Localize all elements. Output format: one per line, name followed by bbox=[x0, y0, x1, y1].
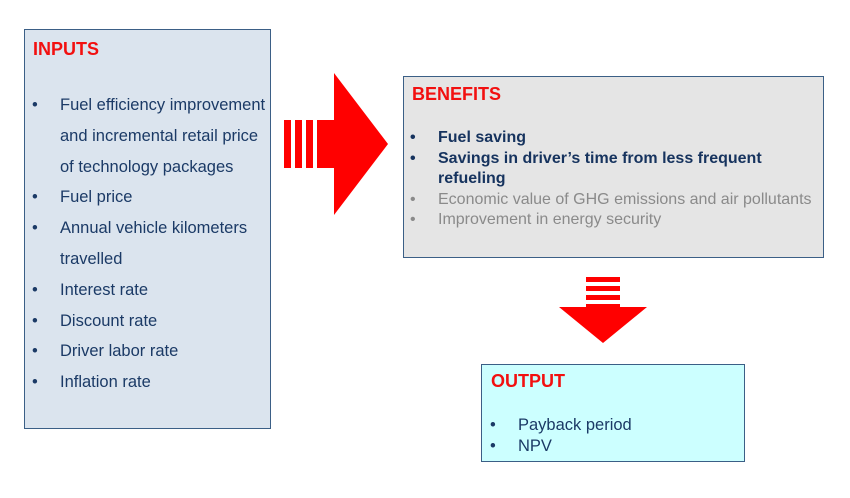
output-list: •Payback period •NPV bbox=[490, 415, 730, 457]
bullet-icon: • bbox=[410, 129, 416, 146]
bullet-icon: • bbox=[32, 188, 38, 207]
inputs-title: INPUTS bbox=[33, 39, 100, 59]
bullet-icon: • bbox=[32, 280, 38, 299]
bullet-icon: • bbox=[32, 219, 38, 238]
inputs-item: •Driver labor rate bbox=[32, 336, 268, 367]
bullet-icon: • bbox=[32, 342, 38, 361]
inputs-box: INPUTS •Fuel efficiency improvement and … bbox=[24, 29, 271, 429]
benefits-item: •Improvement in energy security bbox=[410, 210, 815, 231]
bullet-icon: • bbox=[410, 190, 416, 208]
inputs-item: •Inflation rate bbox=[32, 367, 268, 398]
arrow-bar bbox=[586, 277, 620, 282]
output-item: •Payback period bbox=[490, 416, 632, 434]
bullet-icon: • bbox=[410, 149, 416, 167]
inputs-item: •Interest rate bbox=[32, 275, 268, 306]
bullet-icon: • bbox=[490, 416, 496, 434]
right-arrow-icon bbox=[284, 73, 388, 215]
arrow-head bbox=[317, 73, 388, 215]
benefits-item: •Economic value of GHG emissions and air… bbox=[410, 190, 815, 211]
output-box: OUTPUT •Payback period •NPV bbox=[481, 364, 745, 462]
benefits-list: •Fuel saving •Savings in driver’s time f… bbox=[410, 128, 815, 231]
bullet-icon: • bbox=[32, 96, 38, 114]
arrow-bar bbox=[306, 120, 313, 168]
bullet-icon: • bbox=[490, 437, 496, 455]
benefits-item: •Savings in driver’s time from less freq… bbox=[410, 149, 762, 188]
arrow-bar bbox=[586, 286, 620, 291]
benefits-item: •Fuel saving bbox=[410, 128, 815, 149]
bullet-icon: • bbox=[32, 311, 38, 330]
inputs-item: •Fuel efficiency improvement and increme… bbox=[32, 90, 268, 182]
output-item: •NPV bbox=[490, 437, 552, 455]
bullet-icon: • bbox=[32, 373, 38, 392]
output-title: OUTPUT bbox=[491, 371, 565, 391]
arrow-bar bbox=[586, 295, 620, 300]
inputs-list: •Fuel efficiency improvement and increme… bbox=[32, 90, 268, 398]
arrow-bar bbox=[295, 120, 302, 168]
arrow-head bbox=[559, 304, 647, 343]
benefits-title: BENEFITS bbox=[412, 84, 502, 104]
arrow-bar bbox=[284, 120, 291, 168]
down-arrow-icon bbox=[559, 277, 647, 343]
inputs-item: •Annual vehicle kilometers travelled bbox=[32, 213, 268, 275]
bullet-icon: • bbox=[410, 211, 416, 228]
inputs-item: •Discount rate bbox=[32, 306, 268, 337]
inputs-item: •Fuel price bbox=[32, 182, 268, 213]
benefits-box: BENEFITS •Fuel saving •Savings in driver… bbox=[403, 76, 824, 258]
